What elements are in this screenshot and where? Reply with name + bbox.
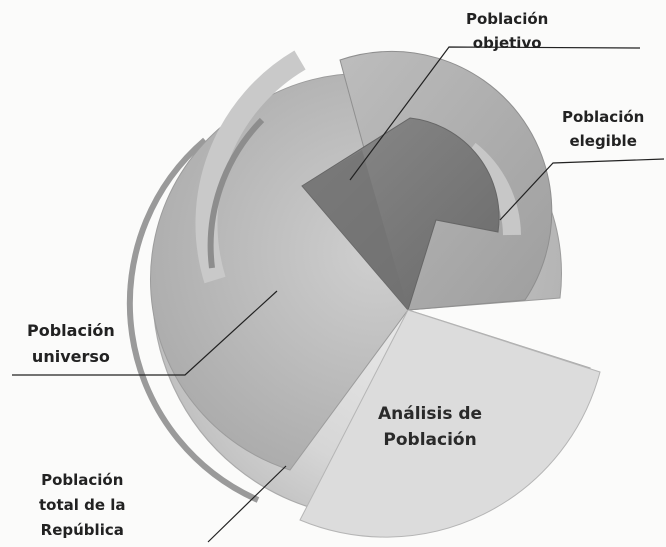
label-poblacion-objetivo: Población objetivo (466, 7, 548, 55)
leader-line-total (207, 465, 287, 543)
leader-line-elegible (499, 158, 665, 221)
label-analisis-de-poblacion: Análisis de Población (378, 401, 482, 453)
label-analisis-line-2: Población (383, 430, 477, 450)
label-total-line-1: Población (41, 471, 124, 489)
leader-line-universo (12, 290, 278, 376)
label-elegible-line-1: Población (562, 108, 645, 126)
label-universo-line-1: Población (27, 321, 115, 340)
label-objetivo-line-2: objetivo (472, 34, 542, 52)
label-analisis-line-1: Análisis de (378, 404, 483, 424)
universo-shell-edge (207, 117, 265, 269)
label-poblacion-total: Población total de la República (39, 468, 126, 543)
label-total-line-2: total de la (39, 496, 126, 514)
label-total-line-3: República (40, 521, 124, 539)
analisis-face (299, 309, 601, 538)
label-poblacion-universo: Población universo (27, 318, 115, 370)
label-objetivo-line-1: Población (466, 10, 549, 28)
leader-lines (12, 46, 665, 543)
label-universo-line-2: universo (31, 347, 110, 366)
leader-line-objetivo (349, 46, 641, 181)
objetivo-core (302, 150, 408, 310)
label-elegible-line-2: elegible (569, 132, 637, 150)
label-poblacion-elegible: Población elegible (562, 105, 644, 153)
outer-sphere-rim (126, 137, 260, 503)
